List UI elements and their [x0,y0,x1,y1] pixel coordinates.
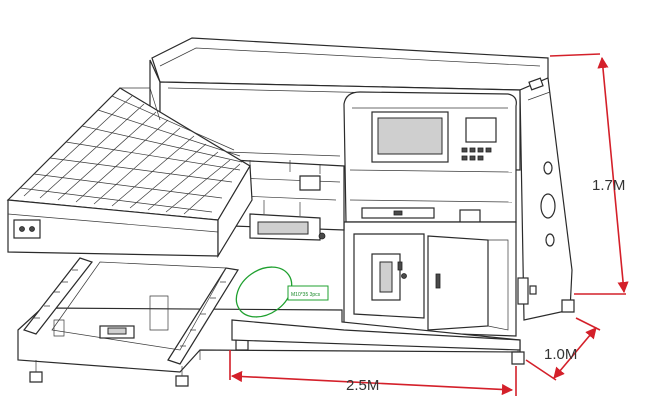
left-pallet [6,87,253,259]
pallet-grid [19,95,243,215]
depth-label: 1.0M [544,346,577,363]
height-dimension: 1.7M [549,53,629,295]
base-frame [17,257,575,387]
control-buttons [461,147,492,161]
main-cabinet [149,37,573,337]
width-dimension: 2.5M [229,350,517,396]
depth-dimension: 1.0M [525,317,601,381]
bolt-callout: M10*35 3pcs [235,266,329,318]
callout-label: M10*35 3pcs [291,292,321,298]
width-label: 2.5M [346,377,379,394]
gantry [231,159,345,241]
height-label: 1.7M [592,177,625,194]
